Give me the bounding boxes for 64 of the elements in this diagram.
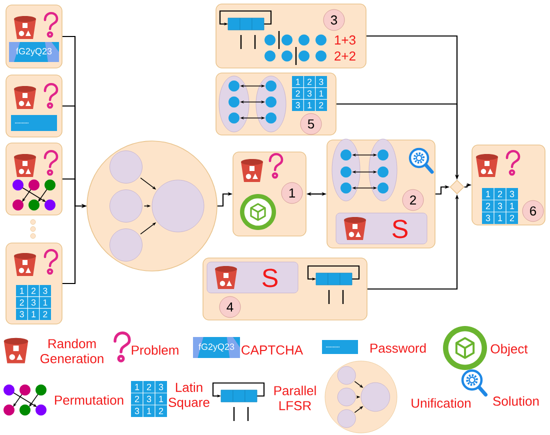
latin-square: 1 2 3 2 3 1 3 1 2 — [16, 284, 52, 320]
merge-diamond — [450, 180, 464, 194]
number-badge: 4 — [219, 296, 241, 318]
label: 2 — [134, 396, 140, 402]
node-label: 2 — [296, 90, 300, 97]
label: 1 — [159, 396, 164, 402]
captcha-image: fG2yQ23 — [9, 42, 59, 62]
node-label: 3 — [296, 102, 300, 108]
node-label: 3 — [486, 214, 490, 222]
label: 2 — [158, 408, 164, 414]
label: 3 — [158, 384, 164, 390]
node-label: 3 — [307, 90, 312, 97]
node-label: 2 — [43, 311, 48, 318]
label: 3 — [146, 396, 152, 402]
legend-text: Latin Square — [168, 382, 210, 410]
node-label: 2 — [307, 78, 312, 85]
node-label: 1 — [20, 288, 24, 294]
circle-merge-drawing — [86, 140, 218, 272]
node-label: 2 — [486, 202, 490, 210]
legend-text: Unification — [412, 398, 470, 408]
node-label: 2 — [31, 288, 36, 294]
node-label: 3 — [510, 190, 514, 198]
node-label: 1 — [296, 78, 300, 85]
latin-square: 1 2 3 2 3 1 3 1 2 — [292, 76, 328, 112]
legend-text: Random Generation — [40, 338, 104, 364]
legend-text: CAPTCHA — [242, 345, 304, 355]
latin-square: 1 2 3 2 3 1 3 1 2 — [130, 380, 168, 418]
legend-text: Solution — [493, 396, 539, 406]
s-symbol: S — [392, 220, 408, 238]
legend-text: Parallel LFSR — [274, 386, 316, 410]
node-label: 1 — [308, 102, 312, 108]
legend-text: Password — [370, 343, 426, 353]
sum-text: 2+2 — [334, 51, 356, 61]
node-label: 2 — [510, 214, 514, 222]
number-badge: 6 — [522, 200, 544, 222]
s-symbol: S — [262, 268, 278, 288]
latin-square: 1 2 3 2 3 1 3 1 2 — [482, 188, 518, 224]
captcha-image: fG2yQ23 — [193, 337, 240, 358]
number-badge: 2 — [402, 189, 424, 211]
node-label: 3 — [31, 299, 36, 306]
label: 2 — [146, 384, 152, 390]
node-label: 1 — [486, 190, 490, 198]
label: 3 — [134, 408, 140, 414]
node-label: 3 — [43, 288, 48, 294]
number-badge: 1 — [281, 182, 303, 204]
label: 1 — [135, 384, 140, 390]
node-label: 1 — [510, 202, 514, 210]
legend-text: Object — [490, 344, 528, 356]
number-badge: 3 — [323, 9, 345, 31]
node-label: 1 — [498, 214, 502, 222]
node-label: 2 — [20, 299, 24, 306]
node-label: 2 — [498, 190, 502, 198]
sum-text: 1+3 — [334, 35, 356, 45]
label: 1 — [147, 408, 152, 414]
node-label: 3 — [319, 78, 324, 85]
node-label: 1 — [43, 299, 48, 306]
node-label: 1 — [319, 90, 324, 97]
number-badge: 5 — [300, 113, 322, 135]
node-label: 2 — [319, 102, 324, 108]
node-label: 3 — [498, 202, 502, 210]
node-label: 3 — [20, 311, 24, 318]
legend-text: Problem — [132, 345, 178, 355]
legend-text: Permutation — [55, 395, 124, 405]
node-label: 1 — [32, 311, 36, 318]
